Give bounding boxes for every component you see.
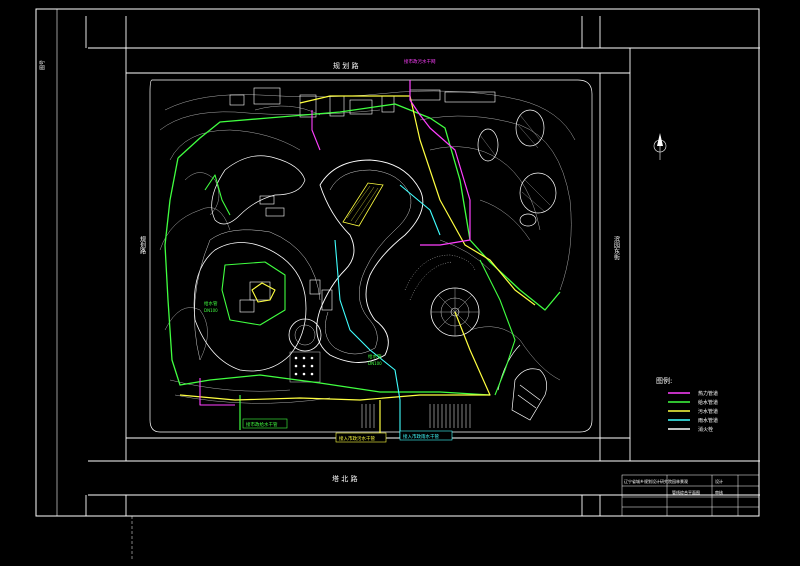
road-label-west: 规划路 xyxy=(139,235,146,255)
sewage-pipe-main xyxy=(299,95,536,306)
sewage-pipe-south xyxy=(179,311,491,401)
west-hill-island xyxy=(211,155,306,225)
west-water-outer xyxy=(194,229,321,361)
annotation-south-water: 接市政给水干管 xyxy=(246,421,278,428)
south-entrance xyxy=(361,404,471,428)
annotation-center-water: 给水管 xyxy=(368,353,382,360)
annotation-north-heat: 接市政污水干网 xyxy=(404,58,436,65)
road-label-east: 滨园东街 xyxy=(613,235,620,261)
legend-label: 消火栓 xyxy=(698,426,713,433)
legend-label: 雨水管道 xyxy=(698,417,718,424)
water-pipe-main xyxy=(177,103,561,311)
south-annotation-box-3 xyxy=(399,430,453,441)
heat-pipe-main xyxy=(409,80,471,246)
rain-pipe-main xyxy=(334,239,401,438)
water-pipe-island xyxy=(221,261,286,326)
water-pipe-west xyxy=(164,157,491,396)
heat-pipe-north xyxy=(311,110,321,151)
annotation-west-water: 给水管 xyxy=(204,300,218,307)
pipe-network xyxy=(164,80,561,438)
road-label-north: 规 划 路 xyxy=(333,61,358,70)
west-island-structures xyxy=(239,195,333,313)
central-lake xyxy=(316,159,424,363)
annotation-south-sewage: 接入市政污水干管 xyxy=(339,435,375,442)
rain-pipe-east xyxy=(399,184,441,236)
water-pipe-branch xyxy=(204,174,231,216)
north-arrow-icon xyxy=(653,133,667,160)
north-buildings xyxy=(229,87,496,118)
title-block xyxy=(621,474,760,517)
annotation-center-water-size: DN100 xyxy=(368,361,382,366)
legend-title: 图例: xyxy=(656,376,672,385)
title-block-drawing-name: 管线综合平面图 xyxy=(672,489,700,495)
dotted-lawn xyxy=(404,254,476,301)
road-label-south: 塔 北 路 xyxy=(332,474,357,483)
island-hatching xyxy=(346,185,379,224)
title-block-cell-a: 设计 xyxy=(715,478,723,484)
heat-pipe-west xyxy=(199,378,235,406)
site-boundary xyxy=(149,79,593,433)
legend-label: 给水管道 xyxy=(698,399,718,406)
south-annotation-box-1 xyxy=(242,418,288,429)
legend-label: 污水管道 xyxy=(698,408,718,415)
southeast-structure xyxy=(497,344,547,421)
lake-inner-edge xyxy=(324,169,412,355)
title-block-cell-b: 审核 xyxy=(715,489,723,495)
lake-island-hatched xyxy=(342,182,384,227)
annotation-west-water-size: DN100 xyxy=(204,308,218,313)
inner-border xyxy=(56,8,760,517)
water-pipe-east xyxy=(479,259,516,396)
east-lawn-hatching xyxy=(479,114,551,213)
annotation-south-rain: 接入市政雨水干管 xyxy=(403,433,439,440)
title-block-project: 园林景观 xyxy=(672,478,688,484)
outer-border xyxy=(35,8,760,517)
road-network xyxy=(85,16,760,516)
sewage-pipe-ring xyxy=(251,282,276,303)
side-label: 图号 xyxy=(40,60,46,70)
east-lawn-patches xyxy=(477,109,557,227)
south-plaza xyxy=(288,318,322,383)
west-water-loop xyxy=(193,242,307,372)
terrain-contours xyxy=(159,90,576,404)
south-annotation-box-2 xyxy=(335,432,387,443)
title-block-org: 辽宁省城乡规划设计研究院 xyxy=(624,478,672,484)
legend-label: 热力管道 xyxy=(698,390,718,397)
